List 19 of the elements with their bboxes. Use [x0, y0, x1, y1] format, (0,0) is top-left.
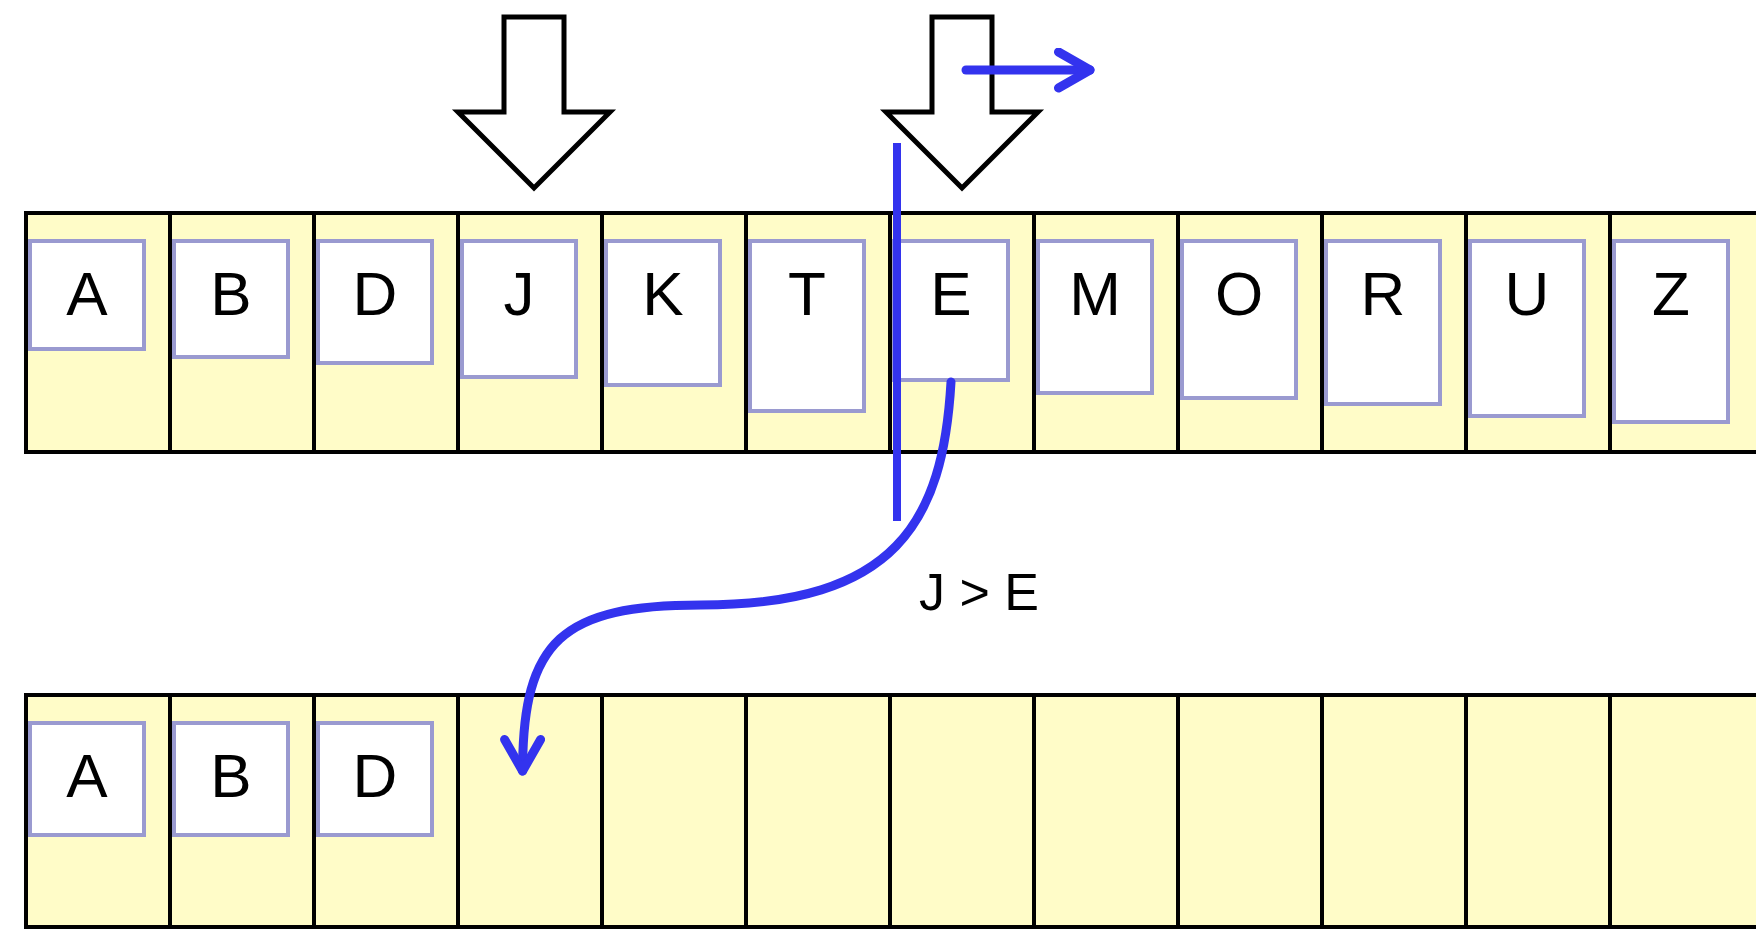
comparison-label: J > E [919, 566, 1039, 618]
array-slot [1608, 693, 1756, 929]
letter-card: B [172, 239, 290, 359]
array-slot [1608, 211, 1756, 454]
letter-card: K [604, 239, 722, 387]
letter-card: O [1180, 239, 1298, 400]
letter-card: J [460, 239, 578, 379]
letter-card: U [1468, 239, 1586, 418]
letter-card: A [28, 721, 146, 837]
letter-card: T [748, 239, 866, 413]
letter-card: D [316, 239, 434, 365]
letter-card: D [316, 721, 434, 837]
arrow [501, 377, 956, 776]
letter-card: B [172, 721, 290, 837]
letter-card: M [1036, 239, 1154, 395]
letter-card: R [1324, 239, 1442, 406]
letter-card: E [892, 239, 1010, 382]
letter-card: A [28, 239, 146, 351]
letter-card: Z [1612, 239, 1730, 424]
